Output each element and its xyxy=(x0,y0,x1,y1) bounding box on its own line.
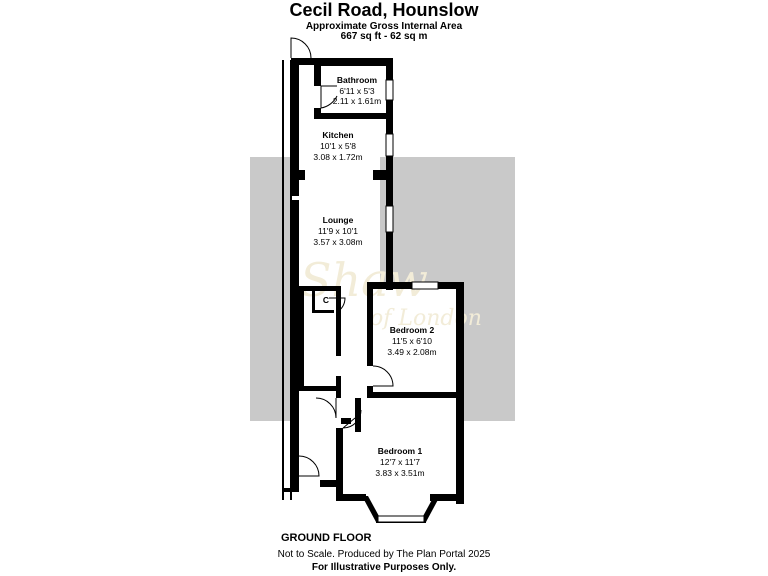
cupboard-name: C xyxy=(323,295,329,305)
watermark-script: Shaw xyxy=(300,253,428,307)
bedroom2-name: Bedroom 2 xyxy=(390,325,435,335)
area-subtitle: Approximate Gross Internal Area xyxy=(305,21,463,32)
bathroom-name: Bathroom xyxy=(337,75,378,85)
bedroom2-window xyxy=(411,281,439,290)
bathroom-door-swing xyxy=(320,85,338,109)
bedroom1-metric: 3.83 x 3.51m xyxy=(375,468,424,478)
bedroom1-imperial: 12'7 x 11'7 xyxy=(380,457,420,467)
exterior-walls xyxy=(283,58,464,523)
hall-door-swing xyxy=(315,397,337,419)
plan-title: Cecil Road, Hounslow xyxy=(289,0,479,20)
bathroom-metric: 2.11 x 1.61m xyxy=(333,96,382,106)
windows xyxy=(377,79,439,523)
bathroom-imperial: 6'11 x 5'3 xyxy=(339,86,374,96)
bedroom2-imperial: 11'5 x 6'10 xyxy=(392,336,432,346)
door-swings xyxy=(290,37,394,477)
room-bedroom2: Bedroom 2 11'5 x 6'10 3.49 x 2.08m xyxy=(387,325,436,357)
room-kitchen: Kitchen 10'1 x 5'8 3.08 x 1.72m xyxy=(313,130,362,162)
bedroom1-door-swing xyxy=(342,409,362,429)
kitchen-metric: 3.08 x 1.72m xyxy=(313,152,362,162)
front-door-swing xyxy=(290,37,312,59)
bedroom2-door-swing xyxy=(372,365,394,387)
scale-note: Not to Scale. Produced by The Plan Porta… xyxy=(277,549,491,560)
bedroom1-name: Bedroom 1 xyxy=(378,446,423,456)
kitchen-name: Kitchen xyxy=(322,130,353,140)
lounge-name: Lounge xyxy=(323,215,354,225)
room-lounge: Lounge 11'9 x 10'1 3.57 x 3.08m xyxy=(313,215,362,247)
bedroom2-metric: 3.49 x 2.08m xyxy=(387,347,436,357)
lounge-metric: 3.57 x 3.08m xyxy=(313,237,362,247)
lounge-window xyxy=(385,205,394,233)
floor-label: GROUND FLOOR xyxy=(281,532,372,544)
room-bedroom1: Bedroom 1 12'7 x 11'7 3.83 x 3.51m xyxy=(375,446,424,478)
disclaimer: For Illustrative Purposes Only. xyxy=(311,562,457,573)
room-cupboard: C xyxy=(323,295,329,305)
kitchen-imperial: 10'1 x 5'8 xyxy=(320,141,356,151)
side-door-swing xyxy=(298,455,320,477)
gross-area: 667 sq ft - 62 sq m xyxy=(340,31,428,42)
bathroom-window xyxy=(385,79,394,101)
kitchen-window xyxy=(385,133,394,157)
bay-window xyxy=(377,515,425,523)
cupboard-door-swing xyxy=(329,297,346,313)
room-bathroom: Bathroom 6'11 x 5'3 2.11 x 1.61m xyxy=(333,75,382,106)
lounge-imperial: 11'9 x 10'1 xyxy=(318,226,358,236)
